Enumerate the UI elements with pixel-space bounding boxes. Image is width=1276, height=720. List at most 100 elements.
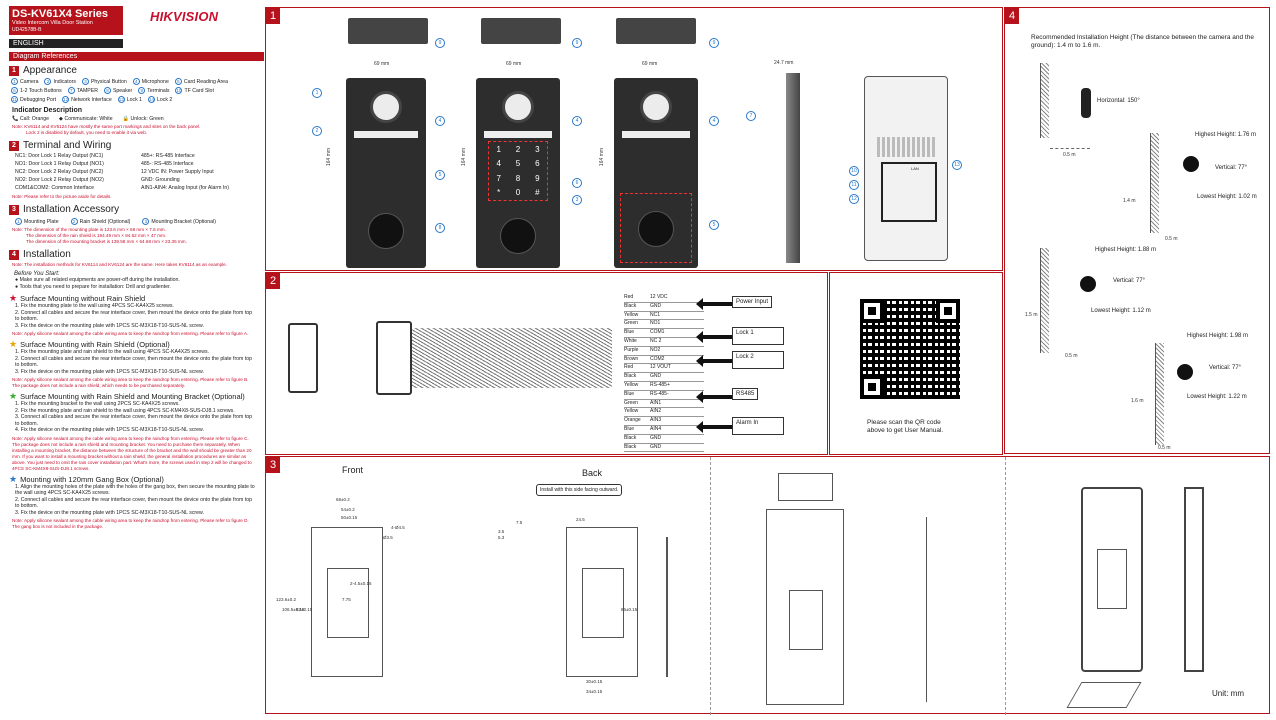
method-note: Note: Apply silicone sealant among the c… (12, 331, 249, 336)
product-name: Video Intercom Villa Door Station (12, 20, 93, 26)
legend-number: 3 (81, 78, 89, 85)
depth-dimension: 24.7 mm (774, 60, 794, 66)
callout-6: 6 (572, 178, 582, 188)
keypad-key[interactable]: 0 (515, 188, 521, 198)
highest-height: Highest Height: 1.88 m (1095, 247, 1157, 253)
terminal-row: AIN1-AIN4: Analog Input (for Alarm In) (141, 185, 229, 191)
separator (710, 457, 711, 715)
star-icon: ★ (9, 473, 18, 484)
wire-color: Green (624, 399, 638, 406)
keypad-key[interactable]: 5 (515, 159, 521, 169)
method-heading: ★Surface Mounting with Rain Shield (Opti… (9, 340, 256, 350)
keypad-key[interactable]: 2 (515, 144, 521, 154)
back-install-note: Install with this side facing outward. (536, 484, 623, 496)
height-recommendation: Recommended Installation Height (The dis… (1031, 34, 1254, 49)
card-reading-area (620, 193, 692, 263)
method-title: Mounting with 120mm Gang Box (Optional) (20, 474, 164, 484)
wire-color: Red (624, 364, 634, 371)
callout-2: 2 (312, 126, 322, 136)
keypad-key[interactable]: 8 (515, 173, 521, 183)
legend-label: Physical Button (90, 78, 127, 85)
method-step: 3. Fix the device on the mounting plate … (15, 322, 204, 329)
keypad-key[interactable]: 1 (496, 144, 501, 154)
indicator-call: 📞 Call: Orange (12, 116, 50, 122)
wall-top-view (1040, 63, 1049, 138)
vertical-angle: Vertical: 77° (1113, 278, 1146, 284)
keypad-key[interactable]: 4 (496, 159, 501, 169)
method-step: 3. Fix the device on the mounting plate … (15, 368, 204, 375)
legend-number: 10 (175, 87, 183, 94)
back-label: Back (582, 468, 603, 478)
callout-9: 9 (435, 38, 445, 48)
wire-color: Black (624, 373, 637, 380)
rear-interface: LAN (881, 162, 937, 222)
bracket-side (1184, 487, 1204, 672)
wire-color: White (624, 337, 637, 344)
keypad-key[interactable]: 6 (535, 159, 540, 169)
mounting-plate-front (311, 527, 383, 677)
wire-color: Blue (624, 425, 635, 432)
diagram-references-band: Diagram References (9, 52, 264, 61)
legend-number: 2 (44, 78, 52, 85)
horizontal-angle: Horizontal: 150° (1097, 98, 1140, 104)
method-step: 3. Fix the device on the mounting plate … (15, 509, 204, 516)
panel-install-height: 4 Recommended Installation Height (The d… (1004, 7, 1270, 454)
callout-4: 4 (435, 116, 445, 126)
group-lock-1: Lock 1 (732, 327, 784, 345)
method-step: 1. Fix the mounting bracket to the wall … (15, 401, 180, 407)
doc-code: UD42578B-B (12, 27, 42, 33)
legend-label: Debugging Port (20, 96, 57, 103)
wire-signal: GND (650, 302, 662, 309)
keypad-key[interactable]: 7 (496, 173, 501, 183)
terminal-row: 12 VDC IN: Power Supply Input (141, 169, 214, 175)
separator (1005, 457, 1006, 715)
legend-number: 7 (67, 87, 75, 94)
accessory-number: 3 (142, 218, 150, 225)
speaker-grille (638, 211, 674, 247)
dimension-label: 54±0.2 (341, 507, 355, 512)
method-step: 3. Connect all cables and secure the rea… (15, 414, 253, 427)
group-lock-2: Lock 2 (732, 351, 784, 369)
bracket-isometric (1066, 682, 1142, 708)
legend-label: Speaker (112, 87, 133, 94)
dimension-label: 4-Ø4.5 (391, 525, 405, 530)
wire-color: Brown (624, 355, 639, 362)
wire-bundle (412, 328, 612, 388)
keypad-key[interactable]: 9 (535, 173, 540, 183)
vertical-angle: Vertical: 77° (1209, 365, 1242, 371)
legend-label: Card Reading Area (183, 78, 228, 85)
terminal-heading: 2 Terminal and Wiring (9, 140, 256, 151)
group-alarm-in: Alarm In (732, 417, 784, 435)
dimension-label: 7.5 (516, 520, 523, 525)
accessory-note: Note: The dimension of the mounting plat… (12, 227, 187, 244)
keypad-key[interactable]: * (497, 188, 501, 198)
wall-fig-2 (1040, 248, 1049, 353)
wire-signal: NC1 (650, 311, 661, 318)
device-back-view: LAN (864, 76, 948, 261)
height-dimension: 164 mm (326, 148, 332, 167)
distance-line (1050, 148, 1090, 149)
callout-8: 8 (435, 223, 445, 233)
terminal-table: NC1: Door Lock 1 Relay Output (NC1)NO1: … (9, 152, 256, 192)
dimension-label: 3.5 (498, 529, 505, 534)
before-start-item: ● Tools that you need to prepare for ins… (15, 284, 171, 290)
brand-strip (354, 131, 418, 138)
manual-left-column: DS-KV61X4 Series Video Intercom Villa Do… (0, 0, 264, 720)
device-top-view (481, 18, 561, 44)
connector-plug (288, 323, 318, 393)
indicator-heading: Indicator Description (12, 107, 83, 114)
keypad-key[interactable]: # (535, 188, 540, 198)
method-title: Surface Mounting with Rain Shield and Mo… (20, 392, 245, 401)
keypad-key[interactable]: 3 (535, 144, 540, 154)
